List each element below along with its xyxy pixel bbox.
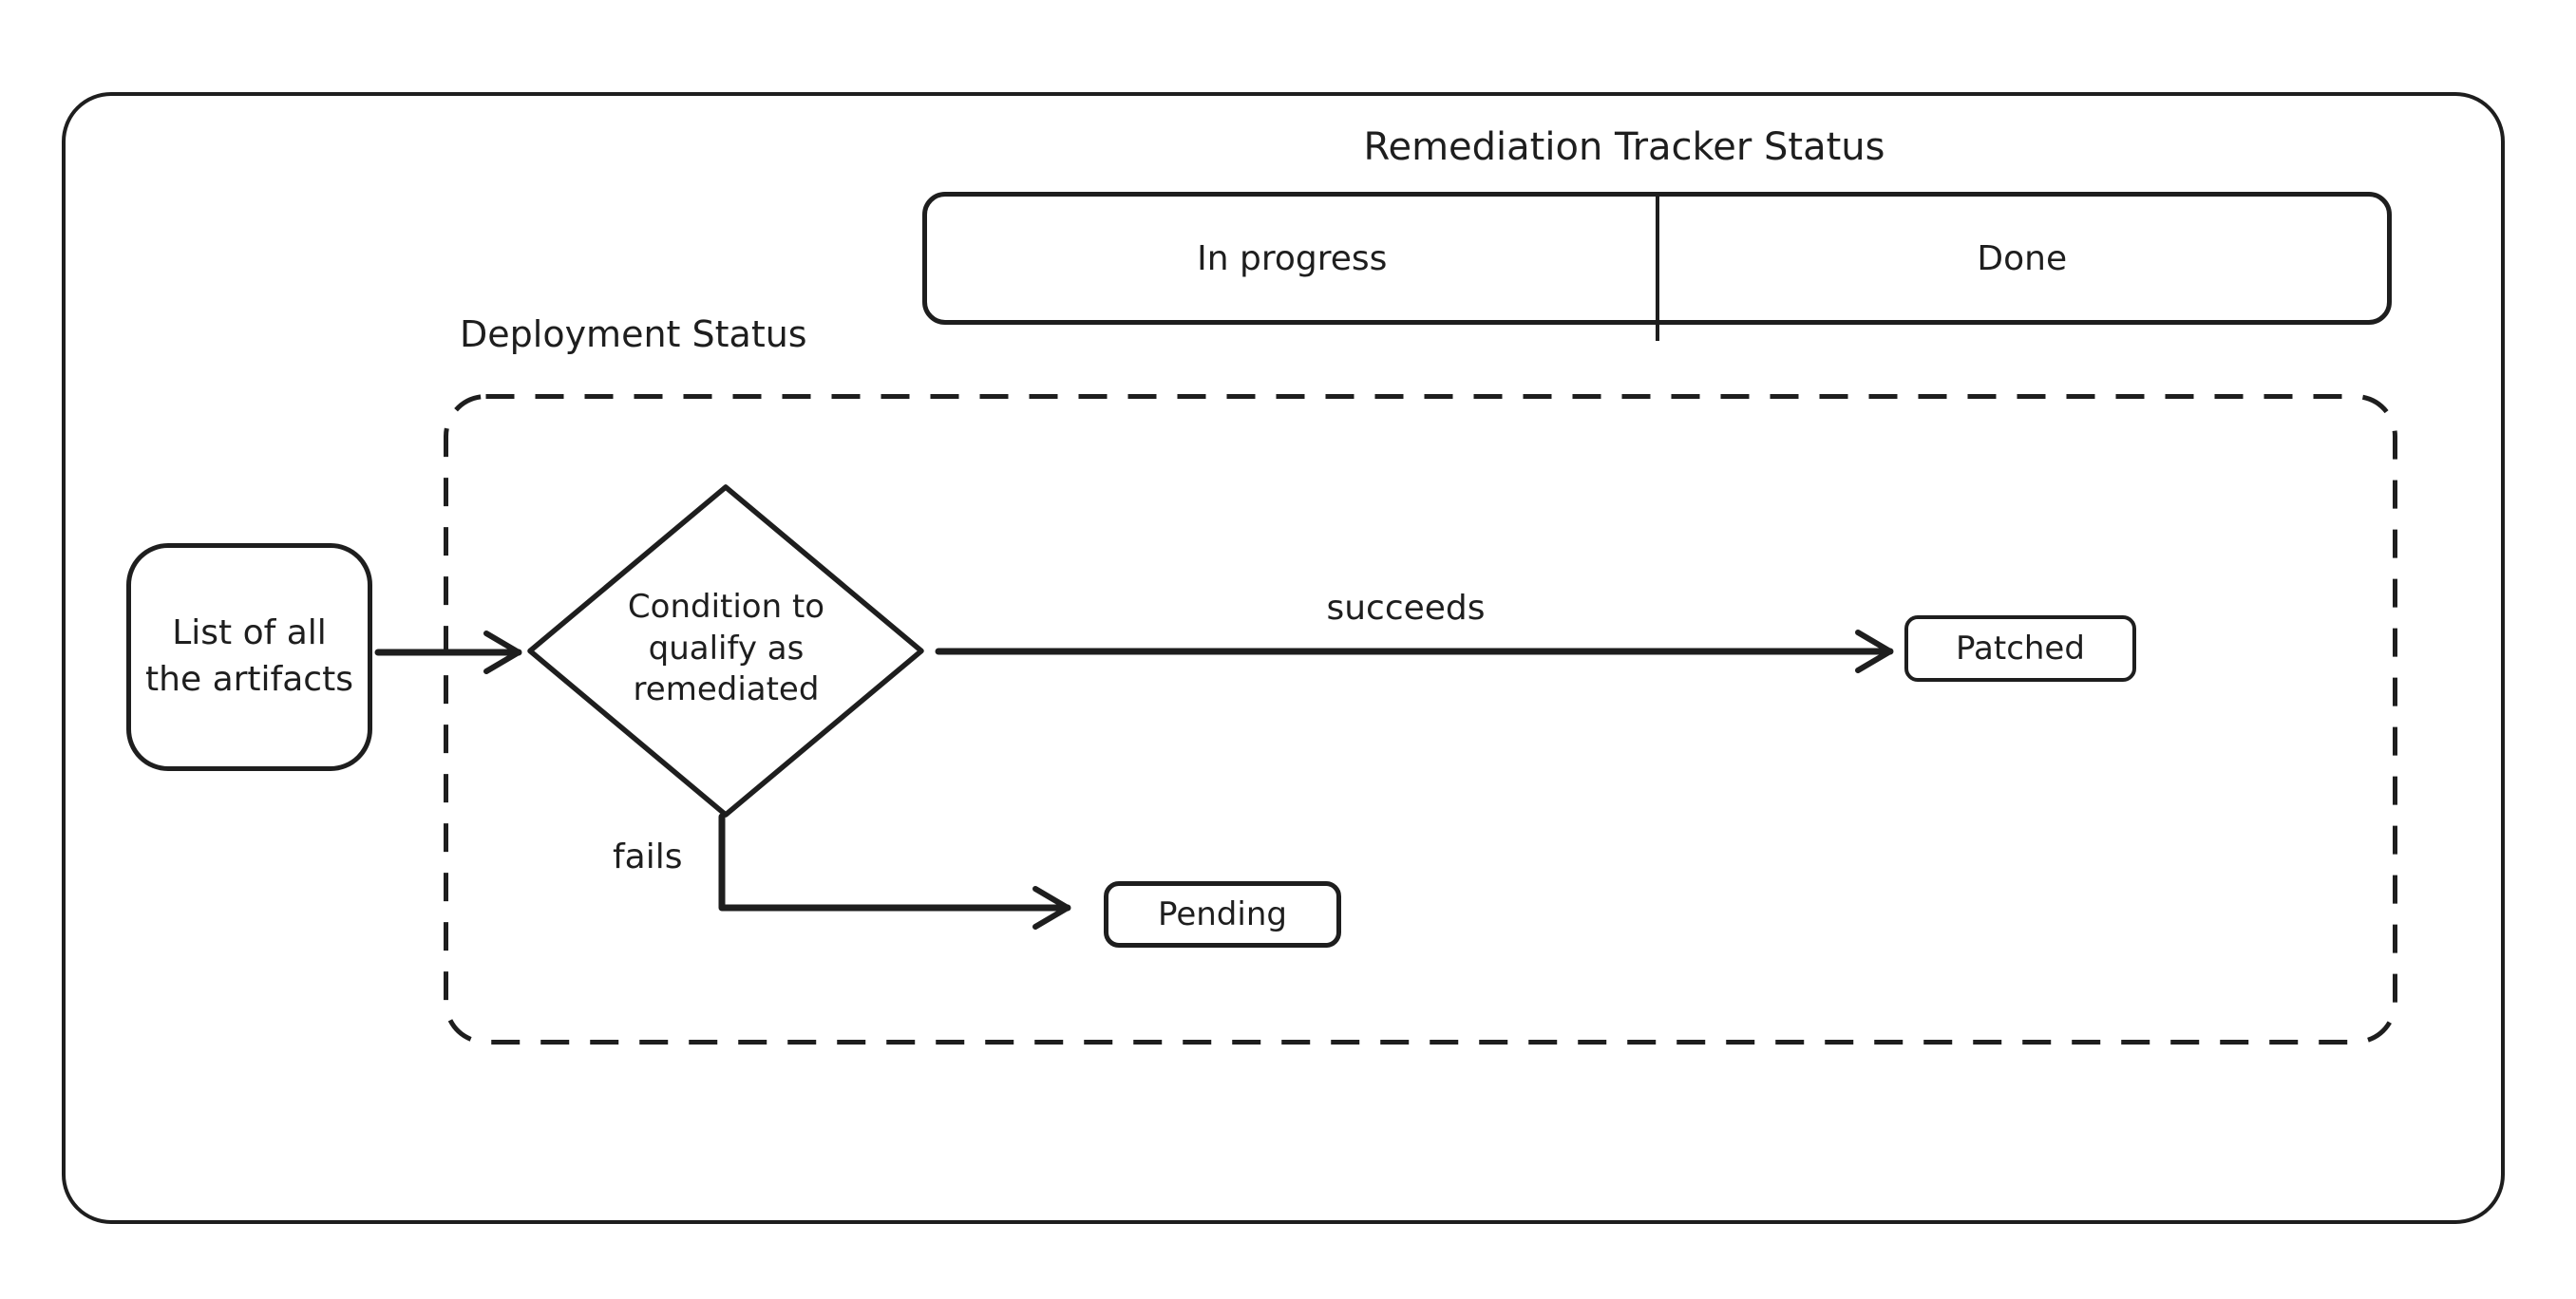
deployment-status-label: Deployment Status [460, 313, 807, 355]
tracker-cell-done: Done [1977, 238, 2068, 278]
tracker-status-bar: In progress Done [922, 192, 2392, 341]
condition-label-line3: remediated [633, 670, 820, 709]
condition-node-label: Condition to qualify as remediated [583, 587, 869, 711]
pending-node: Pending [1104, 881, 1341, 948]
page-title: Remediation Tracker Status [1363, 125, 1885, 169]
outer-frame [62, 92, 2505, 1224]
artifacts-node-label-line1: List of all [172, 613, 327, 653]
fails-edge-label: fails [613, 838, 683, 876]
patched-node: Patched [1904, 615, 2136, 682]
artifacts-node: List of all the artifacts [126, 543, 372, 771]
artifacts-node-label-line2: the artifacts [145, 660, 353, 699]
tracker-bar-divider [1655, 193, 1659, 341]
condition-label-line1: Condition to [627, 588, 825, 626]
succeeds-edge-label: succeeds [1326, 589, 1486, 628]
condition-label-line2: qualify as [648, 629, 805, 668]
tracker-cell-in-progress: In progress [1197, 238, 1388, 278]
